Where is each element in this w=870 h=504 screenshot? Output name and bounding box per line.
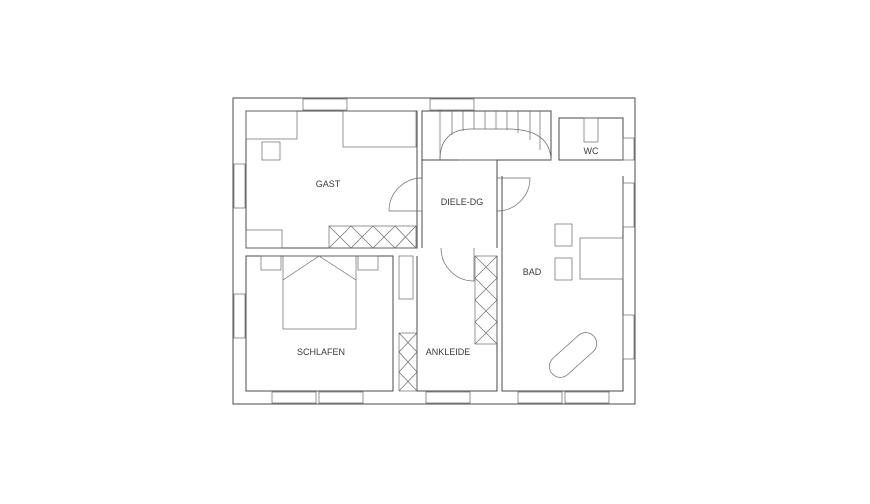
bathroom-fixtures xyxy=(549,117,624,378)
room-label-schlafen: SCHLAFEN xyxy=(297,347,345,357)
gast-furniture xyxy=(245,110,417,249)
outer-wall xyxy=(232,97,636,405)
room-label-wc: WC xyxy=(584,146,599,156)
doors xyxy=(388,177,531,282)
room-label-diele: DIELE-DG xyxy=(441,197,484,207)
room-label-ankleide: ANKLEIDE xyxy=(426,347,471,357)
schlafen-furniture xyxy=(260,255,418,392)
staircase xyxy=(439,111,552,161)
windows xyxy=(233,98,635,404)
room-label-gast: GAST xyxy=(316,179,341,189)
ankleide-wardrobe xyxy=(474,255,498,345)
room-label-bad: BAD xyxy=(523,267,542,277)
